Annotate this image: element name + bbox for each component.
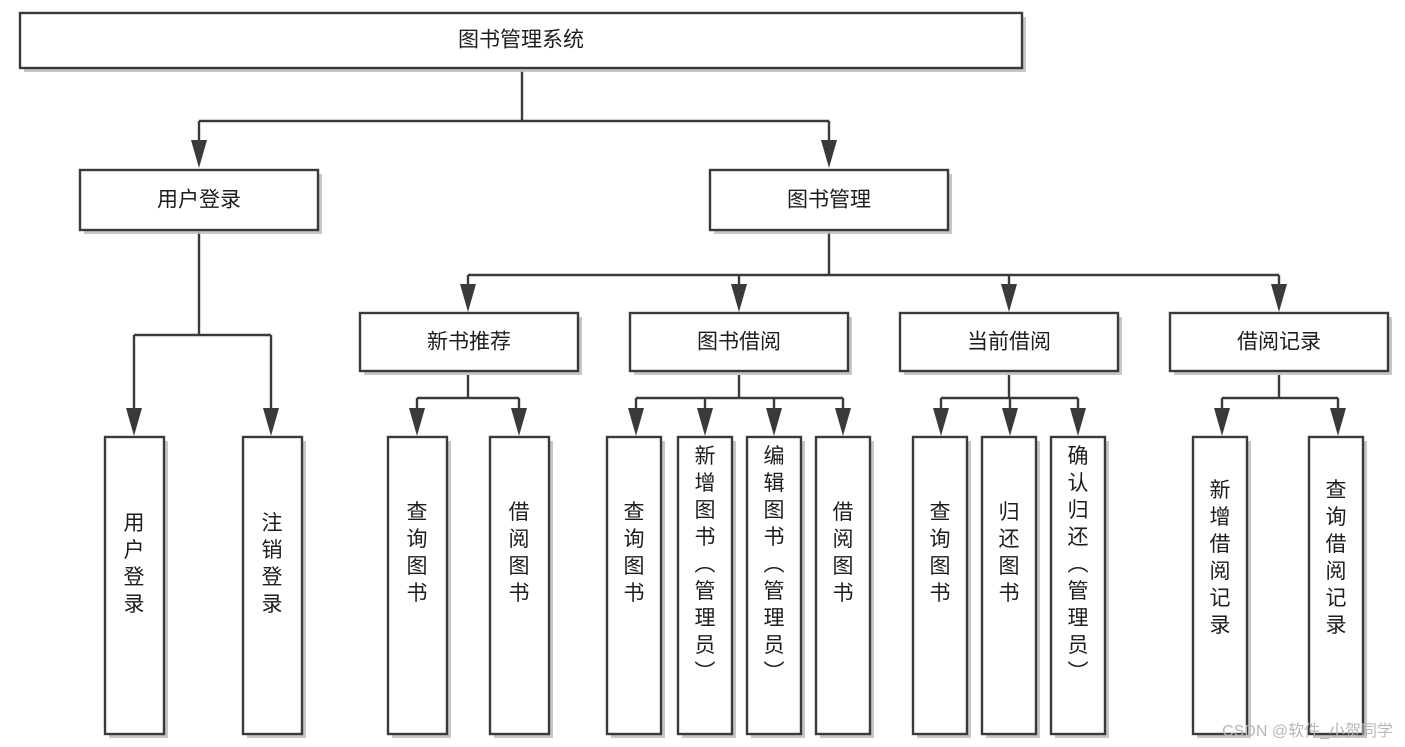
node-new-book-recommend[interactable]: 新书推荐 [358,311,582,375]
node-user-login-box[interactable] [78,168,320,232]
connector-group-book-borrow [628,375,851,436]
node-book-borrow-label: 图书借阅 [697,331,781,354]
arrow-bb-leaf-4 [835,408,851,436]
leaf-current-borrow-2[interactable]: 归还图书 [980,435,1040,738]
node-root-label: 图书管理系统 [458,29,584,52]
csdn-watermark: CSDN @软件_小贺同学 [1222,723,1393,740]
leaf-nbr-2-box[interactable] [488,435,551,736]
node-new-book-recommend-label: 新书推荐 [427,331,511,354]
leaf-user-login-1[interactable]: 用户登录 [103,435,168,738]
arrow-to-new-book-recommend [460,284,476,312]
leaf-bb-1-box[interactable] [605,435,663,736]
connector-group-borrow-record [1214,375,1346,436]
arrow-cb-leaf-1 [933,408,949,436]
leaf-book-borrow-4[interactable]: 借阅图书 [814,435,874,738]
arrow-nbr-leaf-2 [511,408,527,436]
arrow-cb-leaf-3 [1070,408,1086,436]
leaf-cb-1-box[interactable] [911,435,969,736]
arrow-to-leaf-user-login [126,408,142,436]
connector-group-user-login [126,232,279,436]
arrow-br-leaf-2 [1330,408,1346,436]
arrow-to-current-borrow [1001,284,1017,312]
leaf-cb-2-box[interactable] [980,435,1038,736]
node-root[interactable]: 图书管理系统 [18,11,1026,72]
node-book-borrow[interactable]: 图书借阅 [628,311,852,375]
leaf-cb-3-box[interactable] [1049,435,1107,736]
leaf-borrow-record-1[interactable]: 新增借阅记录 [1191,435,1251,738]
arrow-bb-leaf-3 [766,408,782,436]
node-borrow-record-label: 借阅记录 [1237,331,1321,354]
node-book-management[interactable]: 图书管理 [708,168,952,234]
leaf-bb-3-box[interactable] [745,435,803,736]
node-root-box[interactable] [18,11,1024,70]
node-book-management-label: 图书管理 [787,189,871,212]
leaf-new-book-recommend-2[interactable]: 借阅图书 [488,435,553,738]
arrow-to-user-login [191,140,207,168]
leaf-borrow-record-2[interactable]: 查询借阅记录 [1307,435,1367,738]
leaf-nbr-1-label: 查询图书 [407,501,428,605]
node-current-borrow-label: 当前借阅 [967,331,1051,354]
leaf-cb-3-label: 确认归还︵管理员︶ [1068,445,1089,684]
leaf-br-1-label: 新增借阅记录 [1210,479,1231,637]
leaf-user-login-2[interactable]: 注销登录 [241,435,306,738]
connector-group-current-borrow [933,375,1086,436]
leaf-user-login-1-label: 用户登录 [124,512,145,616]
leaf-br-2-box[interactable] [1307,435,1365,736]
connector-group-root [191,71,837,168]
leaf-new-book-recommend-1[interactable]: 查询图书 [386,435,451,738]
leaf-br-1-box[interactable] [1191,435,1249,736]
node-current-borrow[interactable]: 当前借阅 [898,311,1122,375]
leaf-nbr-2-label: 借阅图书 [509,501,530,605]
node-borrow-record[interactable]: 借阅记录 [1168,311,1392,375]
node-book-borrow-box[interactable] [628,311,850,373]
leaf-user-login-2-box[interactable] [241,435,304,736]
leaf-current-borrow-3[interactable]: 确认归还︵管理员︶ [1049,435,1109,738]
node-borrow-record-box[interactable] [1168,311,1390,373]
leaf-cb-2-label: 归还图书 [999,501,1020,605]
leaf-bb-3-label: 编辑图书︵管理员︶ [764,445,785,684]
node-new-book-recommend-box[interactable] [358,311,580,373]
leaf-nbr-1-box[interactable] [386,435,449,736]
connector-group-new-book-recommend [409,375,527,436]
arrow-to-book-mgmt [821,140,837,168]
connector-group-book-mgmt [460,232,1287,312]
leaf-bb-4-label: 借阅图书 [833,501,854,605]
node-user-login-label: 用户登录 [157,189,241,212]
node-book-management-box[interactable] [708,168,950,232]
arrow-br-leaf-1 [1214,408,1230,436]
arrow-bb-leaf-1 [628,408,644,436]
leaf-user-login-2-label: 注销登录 [262,512,283,616]
node-current-borrow-box[interactable] [898,311,1120,373]
leaf-bb-2-label: 新增图书︵管理员︶ [695,445,716,684]
leaf-cb-1-label: 查询图书 [930,501,951,605]
arrow-to-book-borrow [731,284,747,312]
arrow-to-borrow-record [1271,284,1287,312]
arrow-nbr-leaf-1 [409,408,425,436]
leaf-bb-4-box[interactable] [814,435,872,736]
leaf-book-borrow-3[interactable]: 编辑图书︵管理员︶ [745,435,805,738]
leaf-book-borrow-2[interactable]: 新增图书︵管理员︶ [676,435,736,738]
leaf-bb-2-box[interactable] [676,435,734,736]
arrow-bb-leaf-2 [697,408,713,436]
leaf-current-borrow-1[interactable]: 查询图书 [911,435,971,738]
leaf-user-login-1-box[interactable] [103,435,166,736]
leaf-book-borrow-1[interactable]: 查询图书 [605,435,665,738]
leaf-bb-1-label: 查询图书 [624,501,645,605]
arrow-to-leaf-logout [263,408,279,436]
leaf-br-2-label: 查询借阅记录 [1326,479,1347,637]
node-user-login[interactable]: 用户登录 [78,168,322,234]
arrow-cb-leaf-2 [1002,408,1018,436]
